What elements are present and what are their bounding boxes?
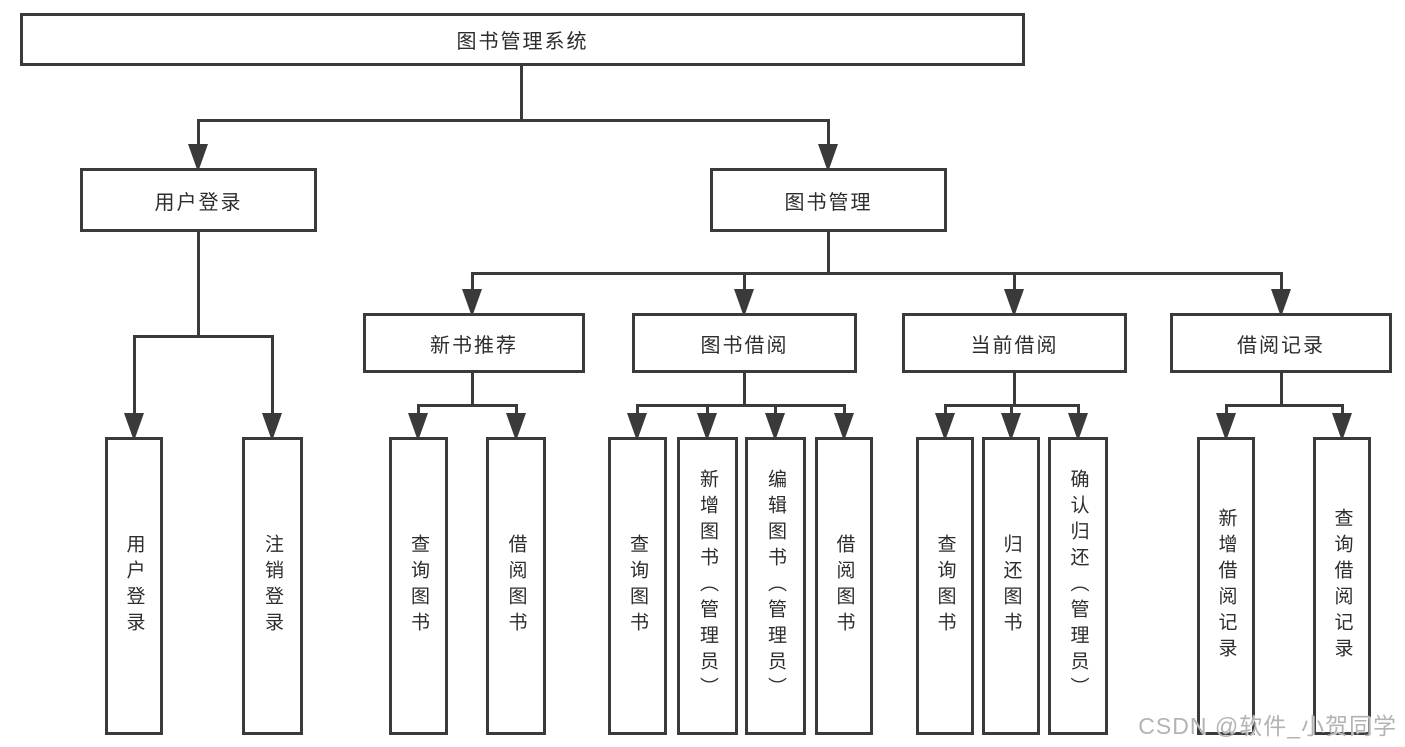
connector-line <box>635 403 846 407</box>
connector-line <box>1279 273 1283 295</box>
node-label-leaf-borrow-book-a: 借阅图书 <box>505 534 527 638</box>
node-leaf-add-book-admin: 新增图书（管理员） <box>677 437 738 735</box>
node-leaf-add-record: 新增借阅记录 <box>1197 437 1255 735</box>
node-label-leaf-query-record: 查询借阅记录 <box>1331 508 1353 664</box>
connector-line <box>1012 273 1016 295</box>
connector-line <box>470 371 474 407</box>
connector-line <box>1012 371 1016 407</box>
connector-line <box>1340 405 1344 419</box>
node-borrowing-records: 借阅记录 <box>1170 313 1392 373</box>
node-label-user-login: 用户登录 <box>154 191 243 214</box>
node-leaf-confirm-return: 确认归还（管理员） <box>1048 437 1108 735</box>
node-current-borrowing: 当前借阅 <box>902 313 1127 373</box>
connector-line <box>270 336 274 419</box>
arrow-down-icon <box>462 289 482 317</box>
node-leaf-query-book-c: 查询图书 <box>916 437 974 735</box>
connector-line <box>514 405 518 419</box>
connector-line <box>705 405 709 419</box>
node-label-root: 图书管理系统 <box>456 31 589 53</box>
node-leaf-user-login: 用户登录 <box>105 437 163 735</box>
connector-line <box>196 230 200 338</box>
connector-line <box>826 120 830 150</box>
node-leaf-borrow-book-a: 借阅图书 <box>486 437 546 735</box>
node-label-borrowing-records: 借阅记录 <box>1237 334 1325 357</box>
node-book-borrowing: 图书借阅 <box>632 313 857 373</box>
connector-line <box>132 334 274 338</box>
node-label-book-management: 图书管理 <box>784 191 873 214</box>
arrow-down-icon <box>765 413 785 441</box>
node-label-leaf-edit-book-admin: 编辑图书（管理员） <box>765 469 786 703</box>
node-root: 图书管理系统 <box>20 13 1025 66</box>
connector-line <box>1224 403 1344 407</box>
node-label-current-borrowing: 当前借阅 <box>970 334 1059 357</box>
arrow-down-icon <box>935 413 955 441</box>
node-label-leaf-borrow-book-b: 借阅图书 <box>833 534 855 638</box>
connector-line <box>470 271 1283 275</box>
arrow-down-icon <box>818 144 838 172</box>
connector-line <box>742 371 746 407</box>
connector-line <box>196 120 200 150</box>
arrow-down-icon <box>1004 289 1024 317</box>
connector-line <box>196 118 830 122</box>
connector-line <box>519 64 523 122</box>
arrow-down-icon <box>124 413 144 441</box>
arrow-down-icon <box>506 413 526 441</box>
arrow-down-icon <box>734 289 754 317</box>
connector-line <box>416 405 420 419</box>
node-leaf-query-record: 查询借阅记录 <box>1313 437 1371 735</box>
node-label-leaf-user-login: 用户登录 <box>123 534 145 638</box>
node-book-management: 图书管理 <box>710 168 947 232</box>
node-label-book-borrowing: 图书借阅 <box>700 334 789 357</box>
node-label-leaf-query-book-c: 查询图书 <box>934 534 956 638</box>
node-leaf-borrow-book-b: 借阅图书 <box>815 437 873 735</box>
node-label-leaf-query-book-a: 查询图书 <box>408 534 429 638</box>
connector-line <box>132 336 136 419</box>
connector-line <box>742 273 746 295</box>
connector-line <box>470 273 474 295</box>
node-leaf-query-book-b: 查询图书 <box>608 437 667 735</box>
node-label-leaf-return-book: 归还图书 <box>1000 534 1022 638</box>
node-label-leaf-logout: 注销登录 <box>262 534 283 638</box>
node-leaf-return-book: 归还图书 <box>982 437 1040 735</box>
arrow-down-icon <box>627 413 647 441</box>
arrow-down-icon <box>1068 413 1088 441</box>
node-leaf-logout: 注销登录 <box>242 437 303 735</box>
arrow-down-icon <box>262 413 282 441</box>
node-new-book-recommend: 新书推荐 <box>363 313 585 373</box>
arrow-down-icon <box>1271 289 1291 317</box>
node-label-leaf-add-record: 新增借阅记录 <box>1215 508 1237 664</box>
node-label-leaf-add-book-admin: 新增图书（管理员） <box>697 469 718 703</box>
node-leaf-edit-book-admin: 编辑图书（管理员） <box>745 437 806 735</box>
connector-line <box>635 405 639 419</box>
arrow-down-icon <box>1216 413 1236 441</box>
arrow-down-icon <box>834 413 854 441</box>
connector-line <box>416 403 518 407</box>
connector-line <box>1279 371 1283 407</box>
node-label-leaf-confirm-return: 确认归还（管理员） <box>1067 469 1089 703</box>
connector-line <box>1224 405 1228 419</box>
connector-line <box>1076 405 1080 419</box>
connector-line <box>826 230 830 275</box>
arrow-down-icon <box>408 413 428 441</box>
node-label-leaf-query-book-b: 查询图书 <box>627 534 648 638</box>
watermark: CSDN @软件_小贺同学 <box>1138 713 1397 739</box>
connector-line <box>773 405 777 419</box>
node-leaf-query-book-a: 查询图书 <box>389 437 448 735</box>
connector-line <box>943 405 947 419</box>
connector-line <box>1009 405 1013 419</box>
arrow-down-icon <box>1001 413 1021 441</box>
arrow-down-icon <box>1332 413 1352 441</box>
arrow-down-icon <box>188 144 208 172</box>
arrow-down-icon <box>697 413 717 441</box>
node-label-new-book-recommend: 新书推荐 <box>430 334 518 357</box>
connector-line <box>842 405 846 419</box>
node-user-login: 用户登录 <box>80 168 317 232</box>
